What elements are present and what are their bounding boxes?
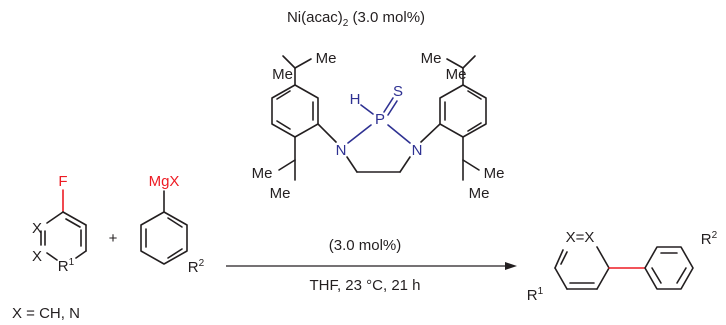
substituent-r2: R2 [188, 258, 205, 276]
catalyst-label: Ni(acac)2 (3.0 mol%) [287, 9, 425, 29]
ligand-methyl: Me [316, 50, 337, 67]
ligand-nitrogen-right: N [412, 142, 423, 159]
ligand-sulfur: S [393, 83, 403, 100]
ligand-methyl: Me [469, 185, 490, 202]
ligand-nitrogen-left: N [336, 142, 347, 159]
ligand-hydrogen: H [350, 91, 361, 108]
ligand-phosphorus: P [375, 111, 385, 128]
fluorine-label: F [58, 173, 67, 190]
product-biaryl: X=X R1 R2 [527, 229, 718, 304]
ligand-methyl: Me [421, 50, 442, 67]
grignard-label: MgX [149, 173, 180, 190]
substituent-r1: R1 [58, 257, 75, 275]
reaction-conditions: THF, 23 °C, 21 h [309, 277, 420, 294]
ligand-structure: P S H N N Me Me Me Me Me Me Me Me [252, 50, 505, 202]
plus-sign: + [109, 230, 118, 247]
ring-atom-x-bottom: X [32, 248, 42, 265]
footnote: X = CH, N [12, 305, 80, 322]
ligand-methyl: Me [484, 165, 505, 182]
reaction-arrow [226, 262, 517, 270]
ligand-loading: (3.0 mol%) [329, 237, 402, 254]
ligand-methyl: Me [270, 185, 291, 202]
product-substituent-r1: R1 [527, 286, 544, 304]
ligand-methyl: Me [272, 66, 293, 83]
ring-atom-x-top: X [32, 220, 42, 237]
reactant-aryl-fluoride: F X X R1 [32, 173, 87, 275]
ligand-methyl: Me [446, 66, 467, 83]
ligand-methyl: Me [252, 165, 273, 182]
product-substituent-r2: R2 [701, 230, 718, 248]
reactant-aryl-grignard: MgX R2 [140, 173, 205, 276]
product-ring-atoms: X=X [566, 229, 595, 246]
